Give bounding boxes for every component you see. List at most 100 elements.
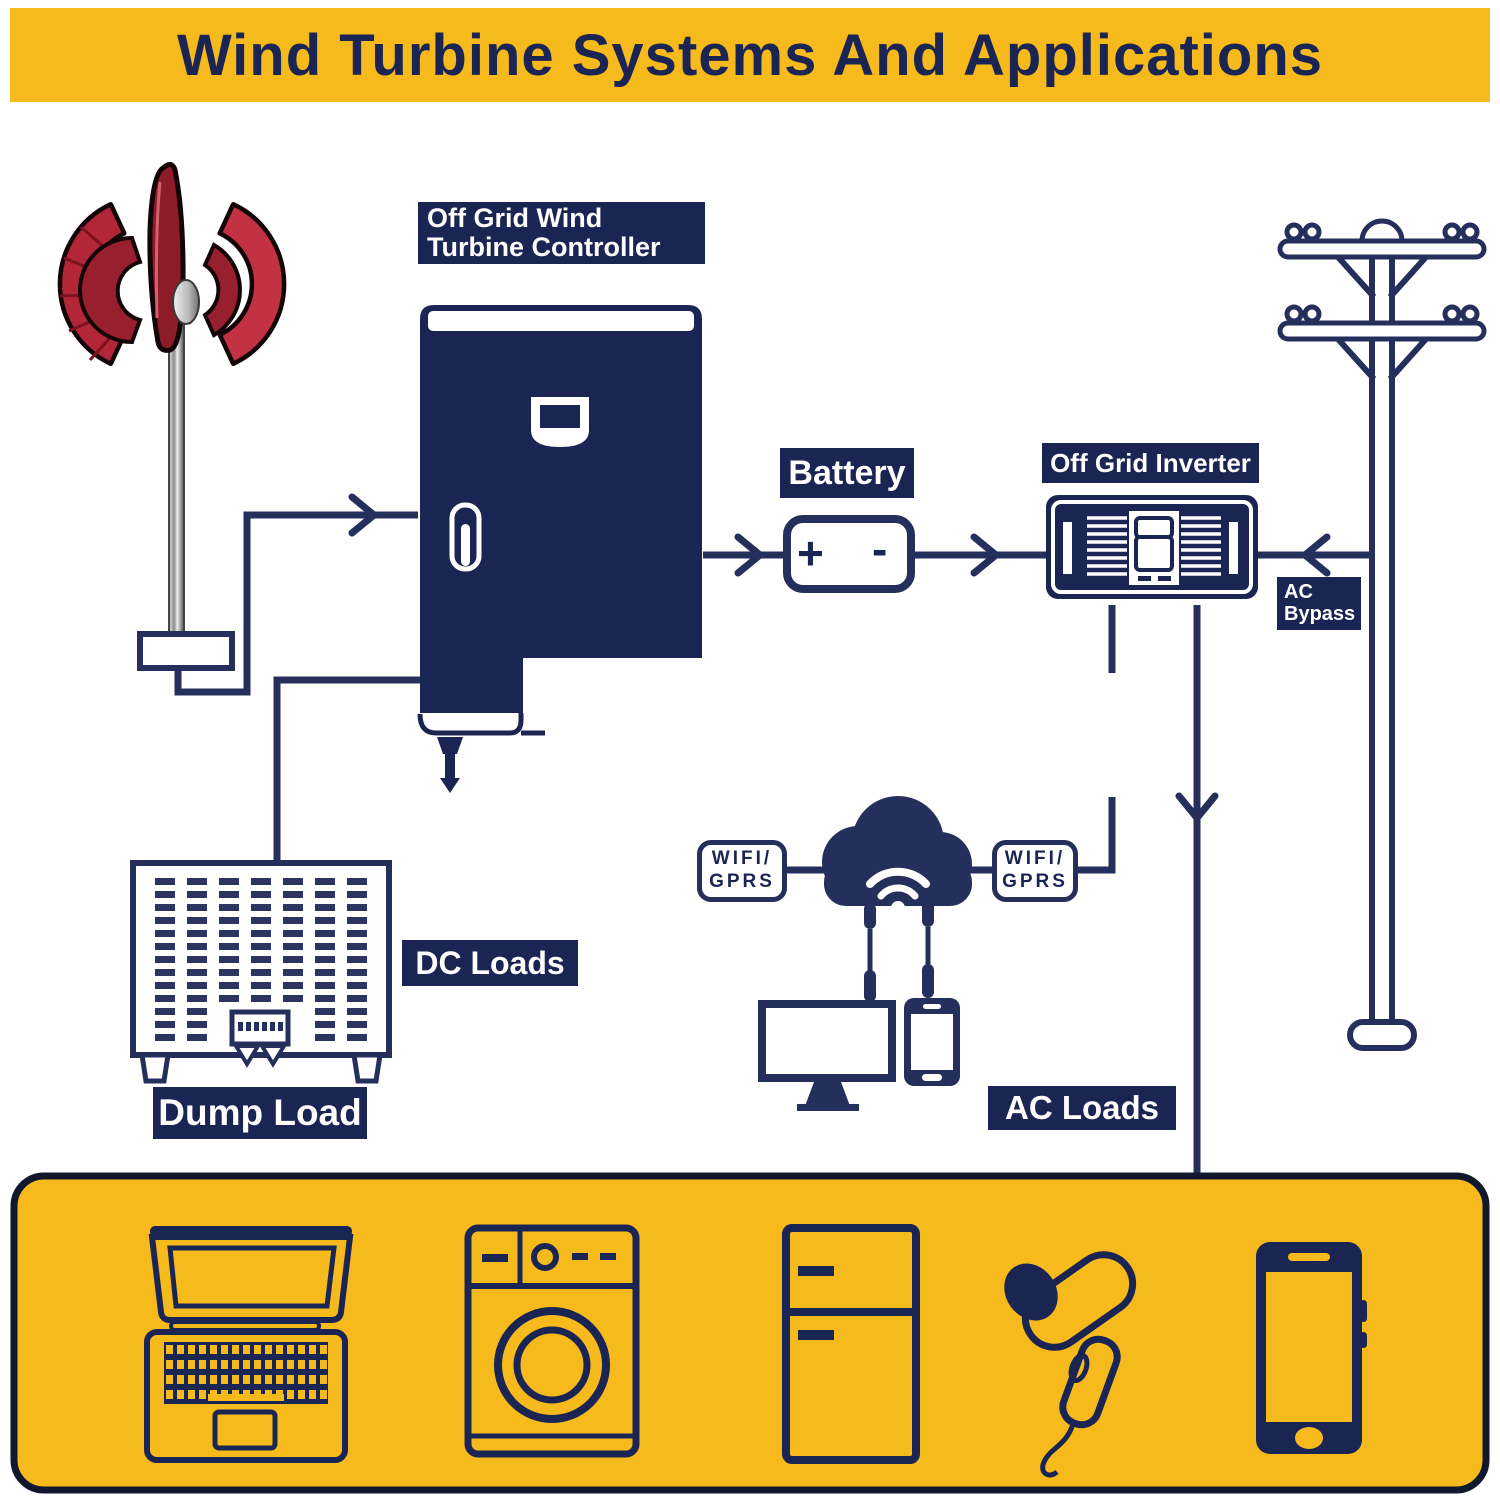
- dump-load-label: Dump Load: [153, 1087, 367, 1139]
- washer-body: [464, 1224, 640, 1458]
- pole-insulator: [1460, 222, 1480, 242]
- page-title: Wind Turbine Systems And Applications: [176, 22, 1324, 88]
- power-grid-pole-icon: [1277, 218, 1487, 1051]
- turbine-hub: [172, 279, 200, 325]
- battery-plus-sign: +: [797, 527, 824, 579]
- inverter-left-vents: [1087, 516, 1127, 576]
- laptop-base: [144, 1329, 348, 1463]
- dumpload-vent-column: [219, 878, 239, 1008]
- wifi-gprs-box-left: WIFI/ GPRS: [697, 840, 787, 902]
- dumpload-tab: [232, 1044, 262, 1068]
- pole-braces: [1335, 254, 1429, 382]
- controller-valve-tip: [440, 778, 460, 793]
- laptop-lid: [148, 1234, 354, 1323]
- cable-connector: [922, 901, 934, 927]
- inverter-left-bar: [1063, 522, 1072, 574]
- pole-crossarm-top: [1277, 238, 1487, 260]
- dumpload-terminals: [238, 1022, 283, 1031]
- inverter-led-2: [1158, 576, 1171, 581]
- ac-loads-text: AC Loads: [1004, 1089, 1159, 1127]
- controller-door-handle-inner: [461, 524, 470, 566]
- phone-screen: [911, 1014, 953, 1070]
- mobile-phone-icon: [1256, 1242, 1367, 1454]
- wifi-right-line2: GPRS: [1002, 871, 1068, 892]
- dumpload-vent-column: [283, 878, 303, 1008]
- dumpload-vent-column: [315, 878, 335, 1046]
- dump-load-text: Dump Load: [158, 1092, 362, 1134]
- wire-turbine-to-controller: [174, 511, 418, 696]
- inverter-screen-bottom: [1134, 535, 1174, 572]
- controller-display-screen: [540, 405, 580, 428]
- fridge-body: [782, 1224, 920, 1464]
- controller-valve-top: [437, 737, 463, 754]
- controller-door-handle: [449, 502, 482, 572]
- dumpload-vent-column: [347, 878, 367, 1046]
- arrowhead-down-ac-loads: [1175, 792, 1219, 822]
- ac-appliances-panel: [10, 1172, 1490, 1494]
- inverter-right-bar: [1229, 522, 1238, 574]
- mobile-speaker: [1288, 1253, 1330, 1261]
- controller-valve-stem: [445, 754, 455, 778]
- laptop-spacebar: [208, 1394, 284, 1401]
- dump-load-resistor-icon: [130, 860, 392, 1084]
- pole-crossarm-bottom: [1277, 320, 1487, 342]
- desktop-monitor-icon: [758, 1000, 896, 1111]
- dryer-grille: [1004, 1263, 1058, 1321]
- battery-icon: [783, 515, 915, 593]
- dumpload-foot: [139, 1052, 171, 1084]
- refrigerator-icon: [782, 1224, 920, 1464]
- battery-label: Battery: [780, 448, 914, 498]
- pole-insulator: [1460, 304, 1480, 324]
- dryer-barrel: [1021, 1251, 1137, 1351]
- cloud-cables: [864, 901, 934, 1002]
- washer-dispenser: [482, 1254, 508, 1262]
- arrowhead-into-battery: [734, 533, 764, 577]
- smartphone-icon: [904, 998, 960, 1086]
- wifi-arc-inner: [877, 884, 919, 900]
- wire-controller-to-dumpload: [273, 676, 420, 863]
- pole-insulator: [1302, 222, 1322, 242]
- dryer-cord: [1040, 1423, 1076, 1478]
- pole-insulator: [1442, 304, 1462, 324]
- washer-door-inner: [513, 1326, 591, 1404]
- wifi-cloud-icon: [822, 796, 972, 915]
- laptop-touchpad: [212, 1409, 278, 1451]
- cable-connector: [864, 903, 876, 929]
- washer-button: [572, 1253, 588, 1260]
- cable-connector: [864, 970, 876, 1002]
- wifi-gprs-box-right: WIFI/ GPRS: [992, 840, 1078, 902]
- turbine-blade-inner-right: [202, 242, 242, 338]
- dc-loads-label: DC Loads: [402, 940, 578, 986]
- fridge-handle-top: [798, 1266, 834, 1276]
- turbine-blade-highlight: [154, 181, 162, 319]
- wifi-right-line1: WIFI/: [1004, 848, 1066, 870]
- wind-turbine-icon: [57, 162, 287, 671]
- ac-loads-label: AC Loads: [988, 1086, 1176, 1130]
- laptop-keys: [164, 1342, 328, 1404]
- dumpload-vent-column: [251, 878, 271, 1008]
- battery-label-text: Battery: [788, 453, 906, 492]
- turbine-blade-inner-left: [78, 235, 143, 345]
- mobile-side-button: [1360, 1300, 1367, 1322]
- controller-label: Off Grid Wind Turbine Controller: [418, 202, 705, 264]
- wire-to-wifi-right: [1075, 797, 1116, 874]
- turbine-blade-center: [147, 162, 186, 353]
- washer-button: [600, 1253, 616, 1260]
- laptop-screen: [167, 1245, 337, 1309]
- cloud-body: [824, 860, 972, 906]
- wind-controller-cabinet-icon: [417, 305, 702, 793]
- laptop-icon: [144, 1226, 354, 1463]
- phone-speaker: [923, 1004, 941, 1009]
- arrowhead-into-controller: [348, 493, 378, 537]
- monitor-screen: [758, 1000, 896, 1082]
- mobile-screen: [1266, 1272, 1352, 1422]
- inverter-led-1: [1138, 576, 1151, 581]
- arrowhead-ac-bypass: [1301, 533, 1331, 577]
- dumpload-vent-column: [155, 878, 175, 1046]
- wifi-dot: [891, 901, 905, 915]
- dumpload-foot: [351, 1052, 383, 1084]
- wifi-arc-outer: [866, 867, 930, 888]
- pole-insulator: [1284, 304, 1304, 324]
- mobile-side-button: [1360, 1332, 1367, 1348]
